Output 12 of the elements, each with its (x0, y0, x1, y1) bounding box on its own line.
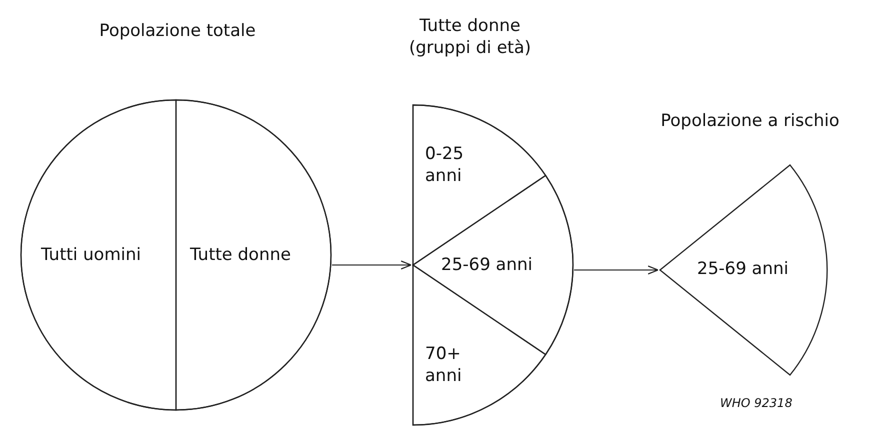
segment-label: 25-69 anni (441, 254, 534, 276)
arrow (332, 260, 412, 270)
segment-label: 70+ anni (425, 343, 463, 387)
segment-label: Tutte donne (190, 244, 292, 266)
group-heading: Popolazione a rischio (660, 110, 840, 132)
segment-label: 25-69 anni (697, 258, 790, 280)
segment-label: Tutti uomini (41, 244, 142, 266)
figure-code: WHO 92318 (720, 395, 792, 412)
group-heading: Tutte donne (gruppi di età) (408, 15, 532, 59)
arrow (574, 265, 659, 275)
segment-label: 0-25 anni (425, 143, 465, 187)
group-heading: Popolazione totale (98, 20, 257, 42)
